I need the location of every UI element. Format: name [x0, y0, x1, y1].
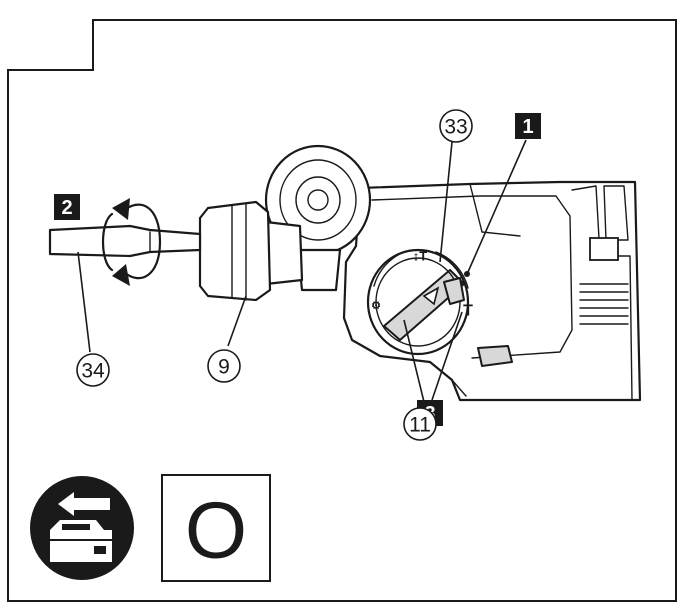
mode-change-knob-11: [366, 248, 470, 356]
handle-outline: [603, 185, 629, 241]
lock-lever: [477, 345, 513, 367]
dial-mark-top: ↕T: [413, 249, 428, 264]
leader-lines: [77, 139, 527, 403]
mode-symbol-box: O: [161, 474, 271, 582]
svg-text:2: 2: [61, 197, 72, 219]
callout-square-2: 2: [54, 194, 80, 220]
mode-symbol-text: O: [185, 486, 247, 575]
callout-circle-11: 11: [403, 407, 437, 441]
callout-circle-9: 9: [207, 349, 241, 383]
tool-holder-9: [198, 200, 304, 302]
svg-text:11: 11: [409, 414, 431, 437]
svg-text:1: 1: [522, 116, 533, 138]
figure-frame: [7, 19, 677, 602]
housing-seam: [371, 195, 573, 359]
housing-seam-2: [469, 183, 521, 237]
handle-switch: [589, 237, 619, 261]
callout-circle-33: 33: [439, 109, 473, 143]
callout-circle-34: 34: [76, 353, 110, 387]
remove-battery-icon: [30, 476, 134, 580]
dial-mark-right: T: [463, 303, 473, 320]
svg-text:33: 33: [444, 116, 467, 139]
indicator-dot: [464, 271, 470, 277]
callout-square-1: 1: [515, 113, 541, 139]
lower-body-line: [451, 379, 467, 397]
grip-ribs: [579, 283, 629, 325]
rotation-arrows-icon: [102, 198, 162, 286]
dial-mark-left: ⚙: [371, 300, 381, 312]
svg-text:9: 9: [218, 356, 230, 379]
dial-pointer: [422, 286, 440, 306]
rotary-hammer: ↕T T ⚙: [48, 144, 642, 402]
svg-text:34: 34: [81, 360, 105, 383]
chisel-bit-34: [48, 224, 202, 258]
